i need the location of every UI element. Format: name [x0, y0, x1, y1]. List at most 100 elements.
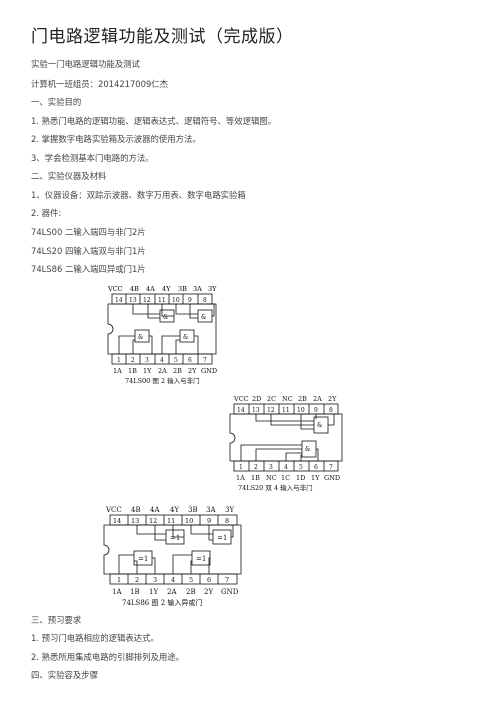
pin-label: 3A: [206, 506, 216, 514]
pin-label: 2A: [158, 367, 167, 375]
top-pin-labels: VCC 4B 4A 4Y 3B 3A 3Y: [105, 506, 234, 514]
bottom-pin-labels: 1A 1B 1Y 2A 2B 2Y GND: [113, 367, 217, 375]
pin-label: 4A: [150, 506, 160, 514]
pin-label: 1D: [296, 474, 305, 482]
text-line: 2. 熟悉所用集成电路的引脚排列及用途。: [31, 652, 185, 662]
pin-label: 1A: [113, 367, 122, 375]
pin-number: 8: [203, 297, 207, 304]
pin-label: GND: [221, 588, 239, 596]
pin-label: 4A: [146, 285, 155, 293]
pin-number: 9: [314, 407, 318, 414]
pin-label: 1B: [128, 367, 137, 375]
figure-caption: 74LS20 双 4 输入与非门: [238, 483, 313, 492]
text-line: 74LS20 四输入端双与非门1片: [31, 246, 146, 256]
pin-number: 10: [185, 517, 193, 525]
ic-diagram-74ls20: VCC 2D 2C NC 2B 2A 2Y & & 14 13: [229, 395, 343, 492]
text-line: 计算机一班组员：2014217009仁杰: [31, 79, 169, 89]
pin-label: GND: [324, 474, 340, 482]
pin-number: 3: [269, 464, 273, 471]
pin-number: 12: [149, 517, 157, 525]
pin-label: 2B: [186, 588, 196, 596]
pin-number: 5: [299, 464, 303, 471]
gate-symbol: &: [305, 446, 311, 453]
pin-number: 9: [207, 517, 211, 525]
top-pin-labels: VCC 2D 2C NC 2B 2A 2Y: [233, 395, 337, 403]
pin-label: 1Y: [311, 474, 320, 482]
pin-label: 4Y: [162, 285, 171, 293]
pin-label: 2Y: [328, 395, 337, 403]
pin-label: VCC: [105, 506, 122, 514]
pin-number: 12: [143, 297, 151, 304]
pin-label: VCC: [233, 395, 249, 403]
pin-label: 1C: [281, 474, 290, 482]
pin-label: 1B: [130, 588, 140, 596]
pin-number: 14: [237, 407, 245, 414]
pin-number: 4: [284, 464, 288, 471]
pin-number: 5: [189, 576, 193, 584]
pin-number: 7: [203, 357, 207, 364]
gate-symbol: =1: [170, 534, 180, 542]
pin-label: 2B: [173, 367, 182, 375]
pin-number: 3: [153, 576, 157, 584]
ic-diagram-74ls86: VCC 4B 4A 4Y 3B 3A 3Y =1 =1: [103, 506, 242, 607]
gate-symbol: &: [201, 314, 207, 321]
pin-number: 2: [135, 576, 139, 584]
pin-label: 4B: [130, 285, 139, 293]
bottom-pin-labels: 1A 1B NC 1C 1D 1Y GND: [236, 474, 340, 482]
pin-number: 2: [131, 357, 135, 364]
pin-number: 3: [145, 357, 149, 364]
pin-number: 1: [239, 464, 243, 471]
pin-number: 1: [117, 576, 121, 584]
top-pin-labels: VCC 4B 4A 4Y 3B 3A 3Y: [107, 285, 217, 293]
pin-label: 2D: [252, 395, 261, 403]
pin-label: 4B: [131, 506, 141, 514]
pin-label: 3B: [178, 285, 187, 293]
pin-number: 7: [225, 576, 229, 584]
ic-diagram-74ls00: VCC 4B 4A 4Y 3B 3A 3Y & &: [107, 285, 217, 385]
gate-symbol: =1: [138, 555, 148, 563]
pin-label: 1A: [236, 474, 245, 482]
pin-numbers: 14 13 12 11 10 9 8 1 2 3 4 5 6 7: [115, 297, 207, 364]
pin-label: 3B: [188, 506, 198, 514]
pin-number: 4: [160, 357, 164, 364]
pin-label: 3Y: [208, 285, 217, 293]
pin-number: 5: [174, 357, 178, 364]
gate-symbol: &: [183, 334, 189, 341]
text-line: 3、学会检测基本门电路的方法。: [31, 153, 154, 163]
pin-label: 3A: [193, 285, 202, 293]
pin-number: 12: [267, 407, 275, 414]
pin-number: 13: [129, 297, 137, 304]
gate-symbols: & & & &: [138, 314, 207, 341]
section-heading: 四、实验容及步骤: [31, 670, 98, 680]
pin-number: 2: [254, 464, 258, 471]
pin-number: 14: [113, 517, 121, 525]
pin-number: 11: [158, 297, 166, 304]
text-line: 74LS86 二输入端四异或门1片: [31, 264, 146, 274]
pin-number: 11: [282, 407, 290, 414]
pin-label: NC: [266, 474, 277, 482]
pin-number: 6: [314, 464, 318, 471]
text-line: 2. 掌握数字电路实验箱及示波器的使用方法。: [31, 134, 201, 144]
pin-number: 8: [225, 517, 229, 525]
text-line: 74LS00 二输入端四与非门2片: [31, 227, 146, 237]
pin-label: 3Y: [225, 506, 234, 514]
pin-label: 2A: [167, 588, 177, 596]
pin-label: NC: [282, 395, 293, 403]
pin-label: 2B: [298, 395, 307, 403]
pin-label: 1B: [251, 474, 260, 482]
gate-symbol: =1: [196, 555, 206, 563]
pin-number: 7: [329, 464, 333, 471]
section-heading: 一、实验目的: [31, 97, 82, 107]
pin-number: 10: [172, 297, 180, 304]
pin-label: 2Y: [188, 367, 197, 375]
gate-symbols: =1 =1 =1 =1: [138, 534, 227, 563]
pin-number: 1: [117, 357, 121, 364]
gate-symbol: =1: [217, 534, 227, 542]
pin-label: 2Y: [204, 588, 213, 596]
pin-number: 13: [131, 517, 139, 525]
pin-number: 10: [297, 407, 305, 414]
pin-number: 6: [207, 576, 211, 584]
text-line: 1、仪器设备：双踪示波器、数字万用表、数字电路实验箱: [31, 190, 246, 200]
figure-caption: 74LS86 图 2 输入异或门: [122, 598, 202, 607]
